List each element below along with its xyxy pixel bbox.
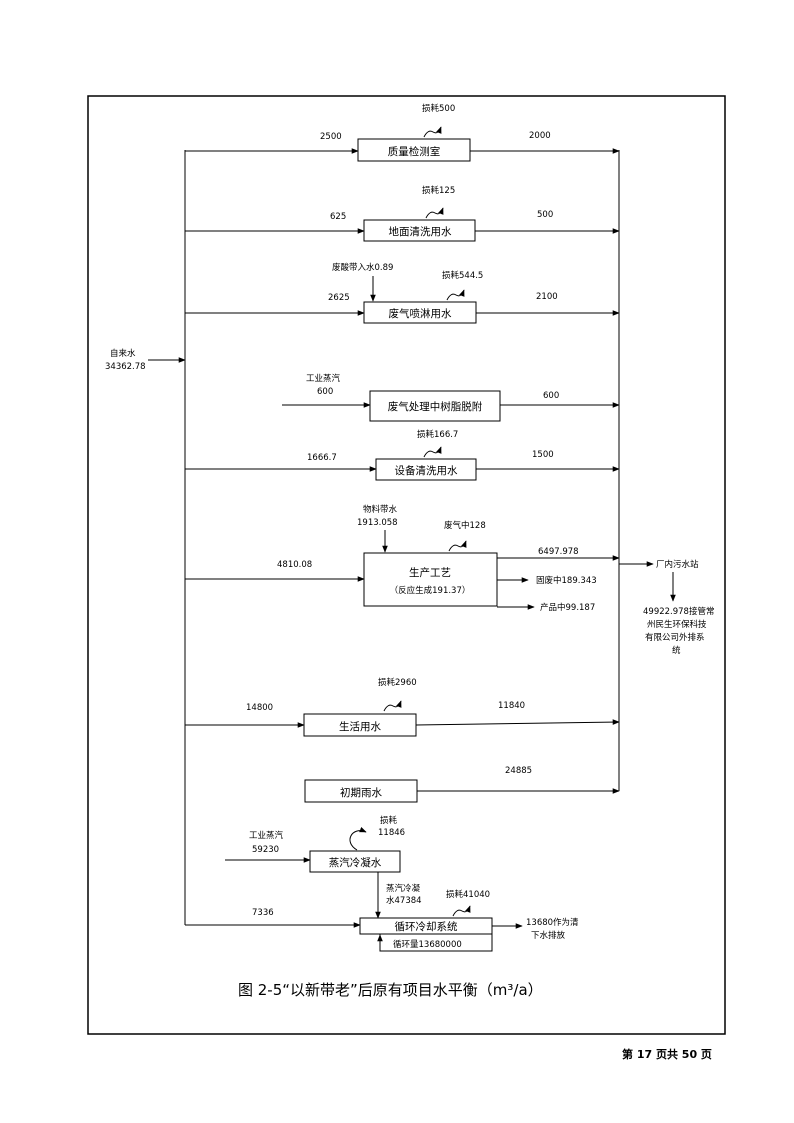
sink-discharge-3: 有限公司外排系	[645, 632, 705, 643]
gas-spray-loss-arrow	[446, 289, 465, 301]
floor-loss-arrow	[425, 207, 444, 219]
gas-spray-label: 废气喷淋用水	[389, 307, 452, 320]
quality-in-value: 2500	[320, 132, 342, 142]
production-material-value: 1913.058	[357, 518, 398, 528]
source-label: 自来水	[110, 348, 136, 359]
condensate-loss-arrow	[349, 826, 367, 851]
floor-label: 地面清洗用水	[389, 225, 452, 238]
quality-label: 质量检测室	[388, 145, 441, 158]
resin-steam-value: 600	[317, 387, 333, 397]
cooling-loss: 损耗41040	[446, 889, 490, 900]
production-out-value: 6497.978	[538, 547, 579, 557]
production-product-value: 产品中99.187	[540, 602, 595, 613]
quality-loss-arrow	[423, 126, 442, 138]
gas-spray-in-value: 2625	[328, 293, 350, 303]
production-box	[363, 552, 498, 607]
floor-loss: 损耗125	[422, 185, 455, 196]
production-loss-arrow	[448, 540, 467, 552]
condensate-steam-label: 工业蒸汽	[249, 830, 284, 841]
sink-discharge-1: 49922.978接管常	[643, 606, 714, 617]
page-frame	[87, 95, 726, 1035]
cooling-loss-arrow	[452, 905, 471, 917]
domestic-loss-arrow	[383, 700, 402, 712]
gas-spray-out-value: 2100	[536, 292, 558, 302]
sink-label: 厂内污水站	[656, 559, 699, 570]
production-loss: 废气中128	[444, 520, 486, 531]
quality-loss: 损耗500	[422, 103, 455, 114]
condensate-loss-label: 损耗	[380, 815, 398, 826]
quality-box	[357, 138, 471, 162]
page-number: 第 17 页共 50 页	[622, 1047, 712, 1061]
production-solid-value: 固废中189.343	[536, 575, 597, 586]
rain-label: 初期雨水	[340, 786, 382, 799]
resin-out-value: 600	[543, 391, 559, 401]
equipment-in-value: 1666.7	[307, 453, 337, 463]
domestic-loss: 损耗2960	[378, 677, 417, 688]
cooling-recycle-label: 循环量13680000	[393, 939, 462, 950]
resin-steam-label: 工业蒸汽	[306, 373, 341, 384]
sink-discharge-2: 州民生环保科技	[647, 619, 707, 630]
source-value: 34362.78	[105, 362, 146, 372]
resin-label: 废气处理中树脂脱附	[388, 400, 483, 413]
condensate-down-label-2: 水47384	[386, 895, 422, 906]
quality-out-value: 2000	[529, 131, 551, 141]
condensate-label: 蒸汽冷凝水	[329, 856, 382, 869]
production-in-value: 4810.08	[277, 560, 312, 570]
cooling-out-label-1: 13680作为清	[526, 917, 579, 928]
domestic-label: 生活用水	[339, 720, 381, 733]
domestic-out-value: 11840	[498, 701, 525, 711]
floor-in-value: 625	[330, 212, 346, 222]
cooling-label: 循环冷却系统	[395, 920, 458, 933]
condensate-loss-value: 11846	[378, 828, 405, 838]
domestic-in-value: 14800	[246, 703, 273, 713]
equipment-label: 设备清洗用水	[395, 464, 458, 477]
rain-out-value: 24885	[505, 766, 532, 776]
condensate-box	[309, 850, 401, 873]
figure-caption: 图 2-5“以新带老”后原有项目水平衡（m³/a）	[238, 981, 543, 999]
domestic-out-arrow	[415, 719, 620, 726]
equipment-loss-arrow	[423, 446, 442, 458]
cooling-out-label-2: 下水排放	[531, 930, 566, 941]
production-label: 生产工艺	[409, 566, 451, 579]
gas-spray-loss: 损耗544.5	[442, 270, 483, 281]
gas-spray-extra-in: 废酸带入水0.89	[332, 262, 393, 273]
condensate-steam-value: 59230	[252, 845, 279, 855]
cooling-in-value: 7336	[252, 908, 274, 918]
condensate-down-label-1: 蒸汽冷凝	[386, 883, 421, 894]
resin-box	[369, 390, 501, 422]
sink-discharge-4: 统	[672, 645, 681, 656]
equipment-loss: 损耗166.7	[417, 429, 458, 440]
equipment-out-value: 1500	[532, 450, 554, 460]
production-material-label: 物料带水	[363, 504, 398, 515]
floor-out-value: 500	[537, 210, 553, 220]
production-sublabel: （反应生成191.37）	[390, 585, 471, 596]
